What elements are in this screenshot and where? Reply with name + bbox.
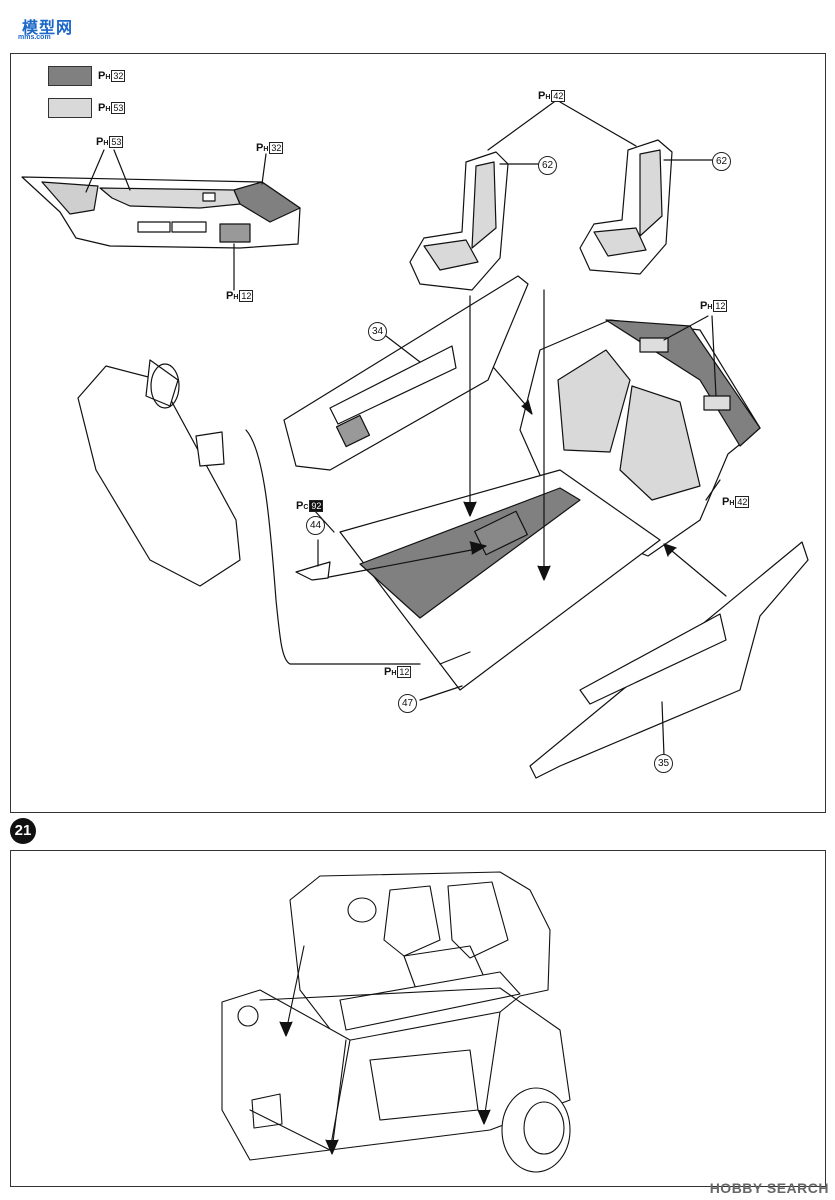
part-number-seat-left: 62 bbox=[538, 156, 557, 175]
logo-text: 模型网 bbox=[22, 20, 74, 37]
part-number-floor: 47 bbox=[398, 694, 417, 713]
shift-knob-part bbox=[295, 561, 331, 581]
part-number-seat-right: 62 bbox=[712, 152, 731, 171]
rear-wheel bbox=[501, 1087, 571, 1173]
part-number-door-left: 34 bbox=[368, 322, 387, 341]
part-number-door-right: 35 bbox=[654, 754, 673, 773]
step-number-badge: 21 bbox=[10, 818, 36, 844]
watermark: HOBBY SEARCH bbox=[709, 1180, 829, 1196]
part-number-shift-knob: 44 bbox=[306, 516, 325, 535]
legend-swatch-light bbox=[48, 98, 92, 118]
dash-console-part bbox=[77, 365, 241, 587]
logo-subtext: mms.com bbox=[18, 34, 51, 41]
floor-part bbox=[339, 469, 661, 691]
site-logo: 模型网 mms.com bbox=[8, 6, 78, 42]
interior-tub bbox=[289, 871, 551, 1043]
legend-swatch-dark bbox=[48, 66, 92, 86]
